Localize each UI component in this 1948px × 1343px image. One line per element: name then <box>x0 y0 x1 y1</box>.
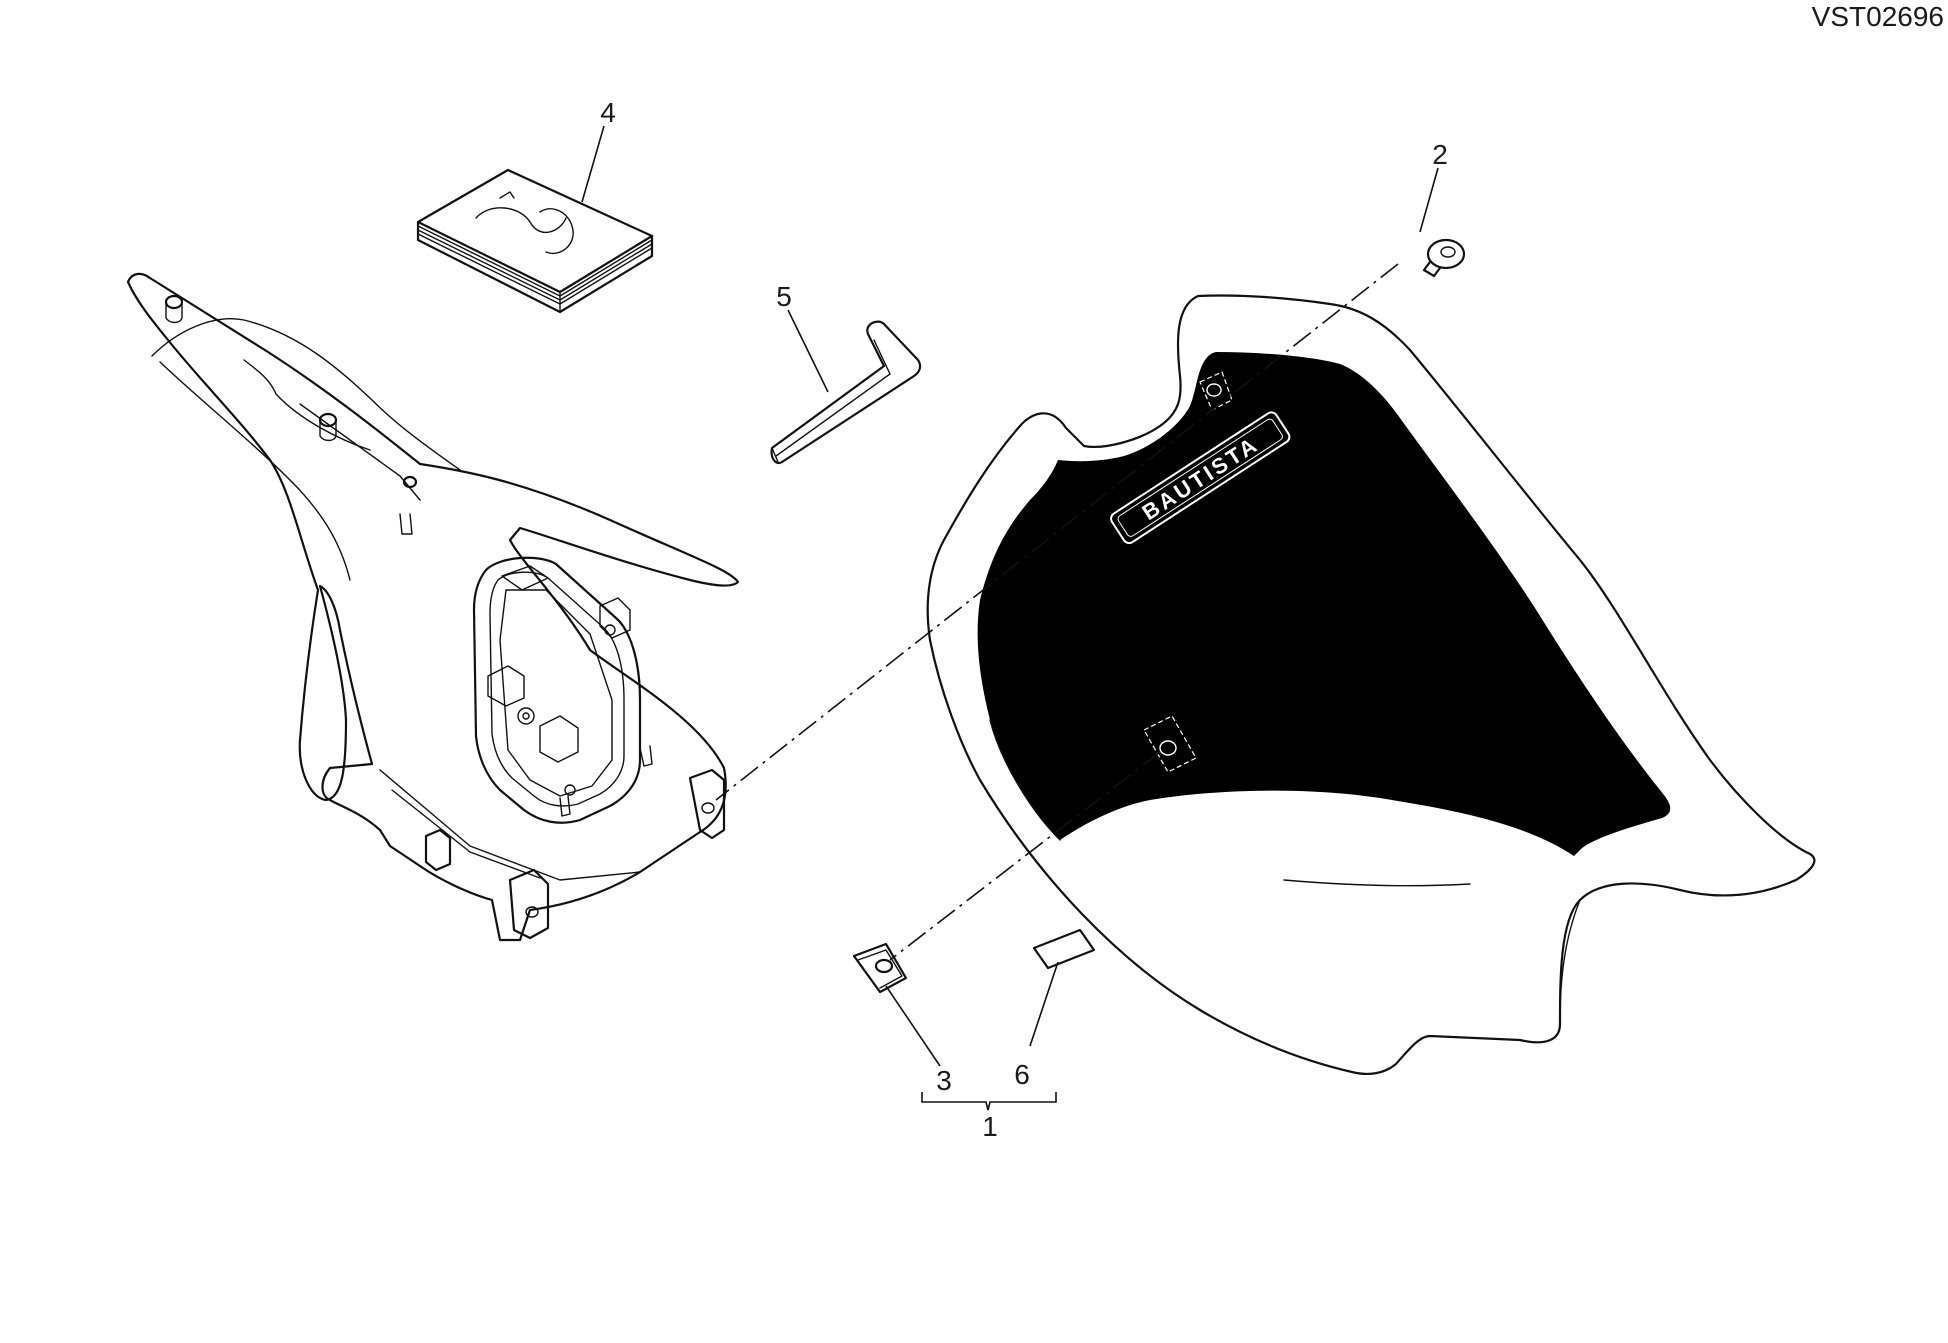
callout-6-leader <box>1029 961 1059 1047</box>
callout-5-leader <box>787 309 829 393</box>
seat-mount-rear <box>1143 715 1197 773</box>
adhesive-pad-part <box>1032 928 1096 970</box>
callout-4-leader <box>581 125 605 203</box>
assembly-line-clip <box>889 751 1161 961</box>
tail-section-part <box>126 272 740 942</box>
callout-3-leader <box>885 985 941 1067</box>
kit-group-bracket <box>921 1092 1057 1111</box>
screw-part <box>1422 238 1466 278</box>
clip-part <box>852 942 908 994</box>
hex-key-part <box>770 320 922 465</box>
callout-6: 6 <box>1014 1059 1030 1090</box>
callout-2-leader <box>1419 167 1439 233</box>
seat-part: BAUTISTA <box>926 294 1816 1075</box>
callout-3: 3 <box>936 1065 952 1096</box>
seat-mount-front <box>1199 371 1233 411</box>
manual-booklet-part <box>416 168 654 314</box>
callout-2: 2 <box>1432 139 1448 170</box>
drawing-code: VST02696 <box>1812 1 1944 32</box>
callout-5: 5 <box>776 281 792 312</box>
callout-4: 4 <box>600 97 616 128</box>
assembly-line-screw <box>715 263 1399 801</box>
callout-1: 1 <box>982 1111 998 1142</box>
